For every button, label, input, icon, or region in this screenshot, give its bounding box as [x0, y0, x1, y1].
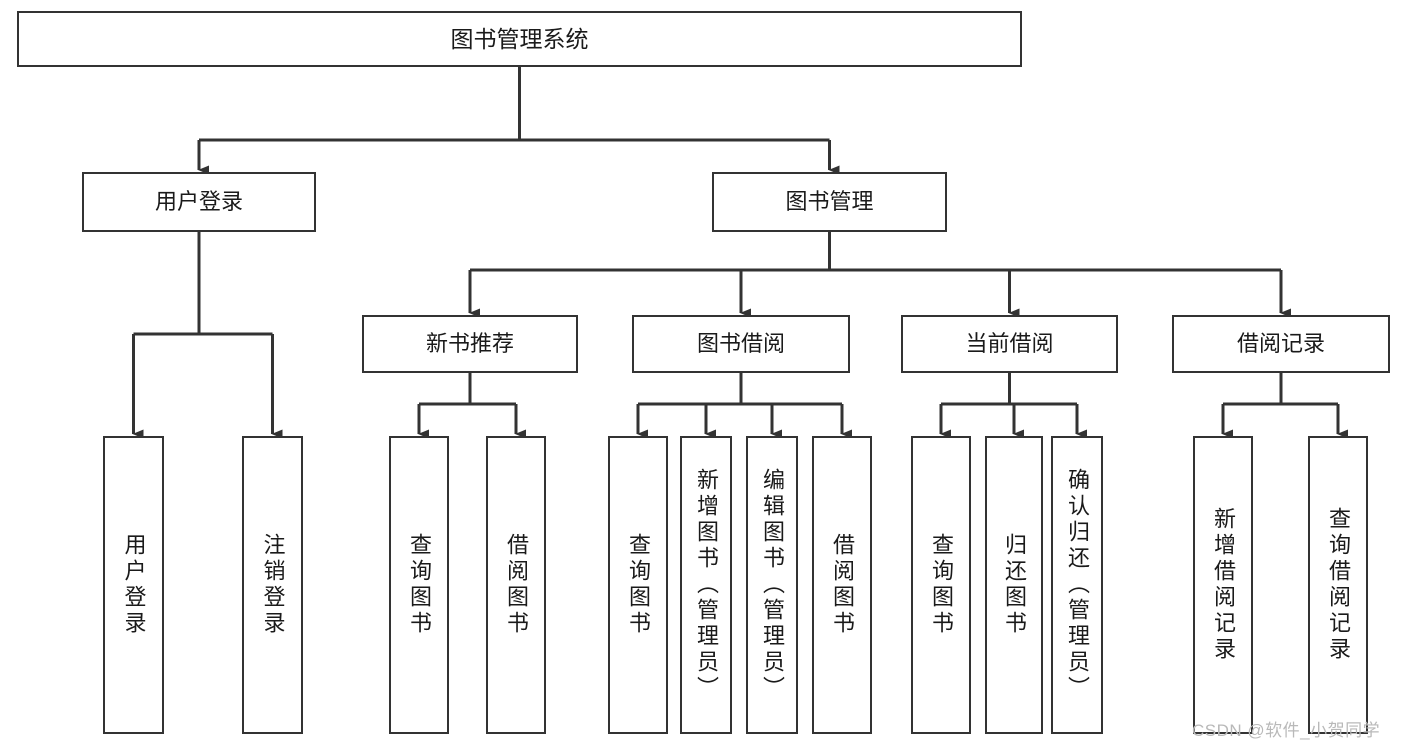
node-label: 归还图书	[1002, 533, 1027, 637]
node-label: 当前借阅	[965, 331, 1054, 357]
node-label: 查询借阅记录	[1326, 507, 1351, 663]
node-borrow-record[interactable]: 借阅记录	[1172, 315, 1390, 373]
node-label: 编辑图书（管理员）	[760, 468, 785, 702]
node-label: 确认归还（管理员）	[1065, 468, 1090, 702]
node-user-login[interactable]: 用户登录	[82, 172, 316, 232]
leaf-node-leaf-borrow-book-1[interactable]: 借阅图书	[486, 436, 546, 734]
node-label: 图书管理系统	[450, 25, 589, 52]
node-label: 查询图书	[407, 533, 432, 637]
node-label: 图书借阅	[696, 331, 785, 357]
node-label: 借阅图书	[504, 533, 529, 637]
node-label: 借阅图书	[830, 533, 855, 637]
leaf-node-leaf-user-logout[interactable]: 注销登录	[242, 436, 303, 734]
leaf-node-leaf-return-book[interactable]: 归还图书	[985, 436, 1043, 734]
node-label: 用户登录	[154, 189, 243, 215]
leaf-node-leaf-borrow-book-2[interactable]: 借阅图书	[812, 436, 872, 734]
node-label: 用户登录	[121, 533, 147, 637]
node-label: 新增借阅记录	[1211, 507, 1236, 663]
leaf-node-leaf-add-record[interactable]: 新增借阅记录	[1193, 436, 1253, 734]
leaf-node-leaf-confirm-return[interactable]: 确认归还（管理员）	[1051, 436, 1103, 734]
node-label: 注销登录	[260, 533, 286, 637]
leaf-node-leaf-user-login[interactable]: 用户登录	[103, 436, 164, 734]
node-label: 新书推荐	[425, 331, 514, 357]
csdn-watermark: CSDN @软件_小贺同学	[1192, 721, 1381, 740]
node-book-borrow[interactable]: 图书借阅	[632, 315, 850, 373]
leaf-node-leaf-query-record[interactable]: 查询借阅记录	[1308, 436, 1368, 734]
leaf-node-leaf-edit-book[interactable]: 编辑图书（管理员）	[746, 436, 798, 734]
node-root[interactable]: 图书管理系统	[17, 11, 1022, 67]
leaf-node-leaf-query-book-2[interactable]: 查询图书	[608, 436, 668, 734]
leaf-node-leaf-query-book-1[interactable]: 查询图书	[389, 436, 449, 734]
leaf-node-leaf-query-book-3[interactable]: 查询图书	[911, 436, 971, 734]
node-label: 查询图书	[929, 533, 954, 637]
node-label: 图书管理	[785, 189, 874, 215]
node-label: 查询图书	[626, 533, 651, 637]
node-label: 新增图书（管理员）	[694, 468, 719, 702]
node-new-book-recommend[interactable]: 新书推荐	[362, 315, 578, 373]
leaf-node-leaf-add-book[interactable]: 新增图书（管理员）	[680, 436, 732, 734]
node-label: 借阅记录	[1236, 331, 1325, 357]
node-book-management[interactable]: 图书管理	[712, 172, 947, 232]
node-current-borrow[interactable]: 当前借阅	[901, 315, 1118, 373]
